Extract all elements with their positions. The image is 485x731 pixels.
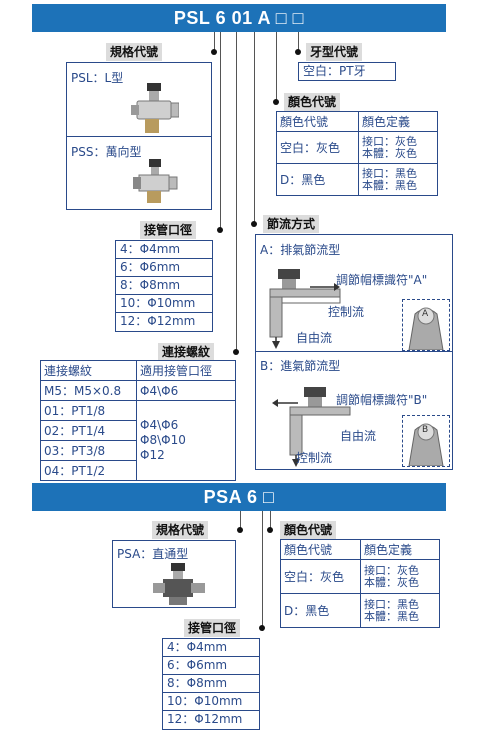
- thread-code-value: 空白：PT牙: [298, 62, 396, 81]
- tube-size-item: 4：Φ4mm: [163, 639, 259, 657]
- leader-line: [220, 32, 221, 230]
- spec-code-label: 規格代號: [152, 521, 209, 539]
- connection-thread-table: 連接螺紋 適用接管口徑 M5：M5×0.8 Φ4\Φ6 01：PT1/8 Φ4\…: [40, 360, 236, 481]
- cap-b-image-frame: B: [402, 415, 450, 467]
- cap-a-image-frame: A: [402, 299, 450, 351]
- color-table-header: 顏色定義: [360, 539, 440, 560]
- color-code-table: 顏色代號 顏色定義 空白：灰色 接口：灰色本體：灰色 D：黑色 接口：黑色本體：…: [276, 111, 438, 196]
- conn-thread-cell: 03：PT3/8: [40, 440, 137, 461]
- color-def-line: 接口：灰色: [362, 134, 417, 148]
- divider: [256, 351, 452, 352]
- straight-valve-image: [153, 563, 205, 605]
- exhaust-throttle-diagram: [269, 269, 341, 349]
- throttle-mode-box: A：排氣節流型 調節帽標識符"A" 控制流 自由流 A B：進氣節流型 調節帽標…: [255, 234, 453, 470]
- color-code-label: 顏色代號: [280, 521, 337, 539]
- free-flow-label: 自由流: [340, 429, 377, 443]
- spec-code-box: PSA：直通型: [112, 540, 236, 608]
- bullet-dot: [259, 625, 265, 631]
- bullet-dot: [267, 527, 273, 533]
- tube-size-item: 6：Φ6mm: [163, 657, 259, 675]
- conn-thread-cell: 04：PT1/2: [40, 460, 137, 481]
- bottom-model-banner: PSA 6 □: [32, 483, 446, 511]
- bullet-dot: [251, 221, 257, 227]
- top-model-banner: PSL 6 01 A □ □: [32, 4, 446, 32]
- tube-size-item: 8：Φ8mm: [163, 675, 259, 693]
- throttle-mode-label: 節流方式: [263, 215, 320, 233]
- color-code-cell: D：黑色: [280, 593, 361, 628]
- color-table-header: 顏色定義: [358, 111, 438, 132]
- color-def-line: 接口：黑色: [364, 597, 419, 611]
- tube-size-item: 12：Φ12mm: [167, 712, 243, 726]
- leader-line: [214, 32, 215, 52]
- bullet-dot: [211, 49, 217, 55]
- controlled-flow-label: 控制流: [296, 451, 333, 465]
- color-def-line: 本體：灰色: [362, 146, 417, 160]
- spec-item-pss: PSS：萬向型: [71, 145, 142, 159]
- tube-size-item: 4：Φ4mm: [116, 241, 212, 259]
- tube-size-list: 4：Φ4mm 6：Φ6mm 8：Φ8mm 10：Φ10mm 12：Φ12mm: [115, 240, 213, 332]
- conn-table-header: 連接螺紋: [40, 360, 137, 381]
- leader-line: [270, 511, 271, 529]
- conn-tube-cell: Φ4\Φ6: [136, 380, 236, 401]
- flow-type-b-title: B：進氣節流型: [260, 359, 341, 373]
- color-def-line: 本體：黑色: [364, 609, 419, 623]
- bullet-dot: [295, 49, 301, 55]
- leader-line: [236, 32, 237, 352]
- leader-line: [298, 32, 299, 52]
- tube-size-item: 10：Φ10mm: [163, 693, 259, 711]
- conn-thread-cell: 01：PT1/8: [40, 400, 137, 421]
- tube-size-item: 12：Φ12mm: [120, 314, 196, 328]
- bullet-dot: [273, 99, 279, 105]
- color-def-line: 接口：黑色: [362, 166, 417, 180]
- cap-b-image: [408, 423, 444, 467]
- thread-code-label: 牙型代號: [306, 43, 363, 61]
- connection-thread-label: 連接螺紋: [158, 343, 215, 361]
- flow-type-a-title: A：排氣節流型: [260, 243, 341, 257]
- bullet-dot: [217, 227, 223, 233]
- tube-size-item: 10：Φ10mm: [116, 295, 212, 313]
- spec-item-psa: PSA：直通型: [117, 547, 189, 561]
- color-code-cell: D：黑色: [276, 163, 359, 196]
- bullet-dot: [237, 527, 243, 533]
- universal-valve-image: [133, 159, 178, 203]
- spec-code-label: 規格代號: [106, 43, 163, 61]
- controlled-flow-label: 控制流: [328, 305, 365, 319]
- color-def-line: 接口：灰色: [364, 563, 419, 577]
- color-table-header: 顏色代號: [280, 539, 361, 560]
- tube-size-label: 接管口徑: [184, 619, 241, 637]
- conn-tube-line: Φ4\Φ6: [140, 418, 179, 432]
- free-flow-label: 自由流: [296, 331, 333, 345]
- conn-tube-line: Φ12: [140, 448, 165, 462]
- color-code-label: 顏色代號: [284, 93, 341, 111]
- color-code-cell: 空白：灰色: [276, 131, 359, 164]
- leader-line: [262, 511, 263, 631]
- l-type-valve-image: [131, 83, 179, 133]
- conn-tube-line: Φ8\Φ10: [140, 433, 186, 447]
- tube-size-item: 6：Φ6mm: [116, 259, 212, 277]
- tube-size-item: 8：Φ8mm: [116, 277, 212, 295]
- leader-line: [254, 32, 255, 222]
- tube-size-label: 接管口徑: [140, 221, 197, 239]
- cap-marker-a-label: 調節帽標識符"A": [336, 273, 428, 287]
- leader-line: [276, 32, 277, 102]
- leader-line: [240, 511, 241, 529]
- conn-thread-cell: M5：M5×0.8: [40, 380, 137, 401]
- intake-throttle-diagram: [272, 387, 351, 467]
- color-code-cell: 空白：灰色: [280, 559, 361, 594]
- cap-a-image: [408, 307, 444, 351]
- color-code-table: 顏色代號 顏色定義 空白：灰色 接口：灰色本體：灰色 D：黑色 接口：黑色本體：…: [280, 539, 440, 628]
- color-def-line: 本體：黑色: [362, 178, 417, 192]
- bullet-dot: [233, 349, 239, 355]
- conn-thread-cell: 02：PT1/4: [40, 420, 137, 441]
- color-def-line: 本體：灰色: [364, 575, 419, 589]
- cap-marker-b-label: 調節帽標識符"B": [336, 393, 428, 407]
- spec-item-psl: PSL：L型: [71, 71, 124, 85]
- cap-b-mark: B: [422, 425, 429, 435]
- cap-a-mark: A: [422, 309, 429, 319]
- color-table-header: 顏色代號: [276, 111, 359, 132]
- conn-table-header: 適用接管口徑: [136, 360, 236, 381]
- tube-size-list: 4：Φ4mm 6：Φ6mm 8：Φ8mm 10：Φ10mm 12：Φ12mm: [162, 638, 260, 730]
- spec-code-box: PSL：L型 PSS：萬向型: [66, 62, 212, 210]
